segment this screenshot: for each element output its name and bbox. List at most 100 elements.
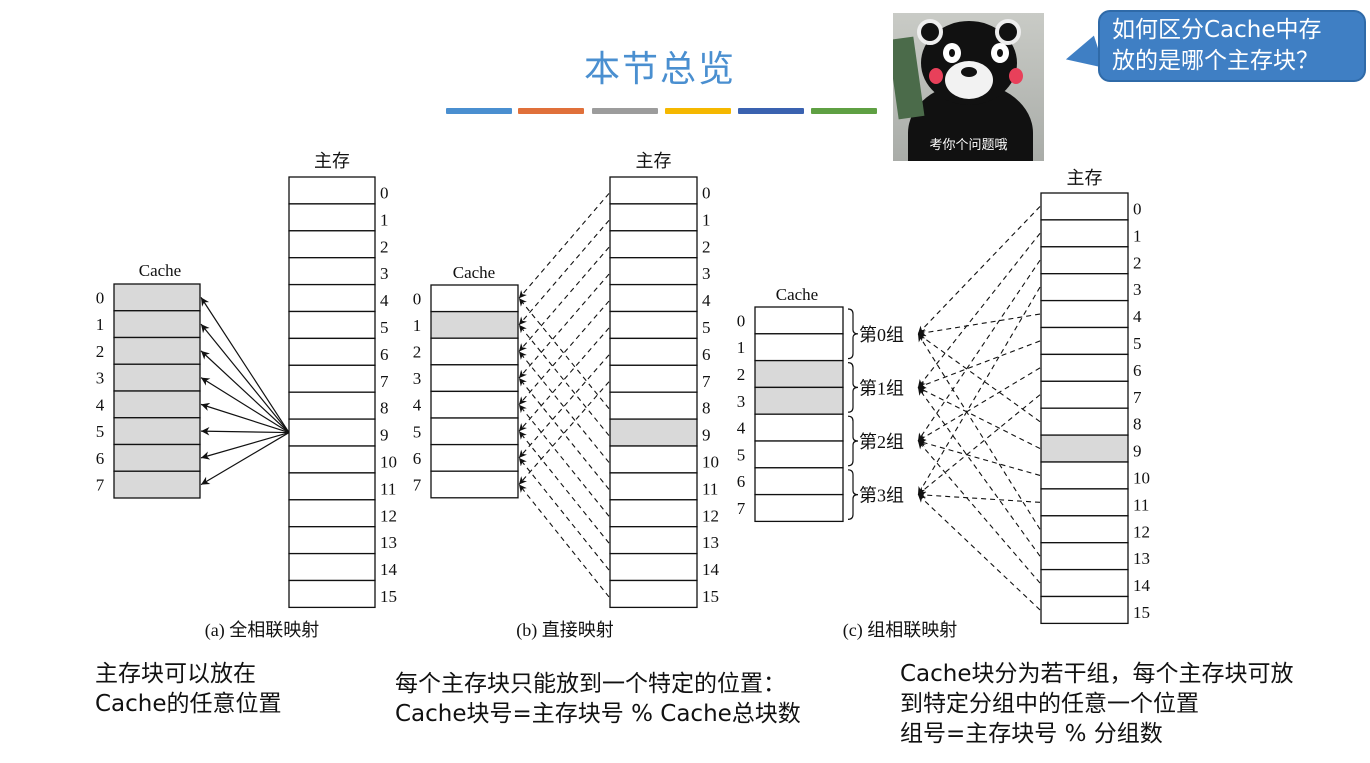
bear-nose (961, 67, 977, 77)
memory-block (288, 472, 376, 501)
cache-block-number: 1 (737, 338, 746, 357)
memory-block-number: 6 (1133, 361, 1142, 380)
memory-block-number: 10 (380, 452, 397, 471)
mapping-arrow (917, 386, 1041, 450)
memory-block (288, 364, 376, 393)
mapping-arrow (917, 233, 1041, 388)
memory-block-number: 2 (702, 237, 711, 256)
cache-block-number: 7 (737, 499, 746, 518)
memory-block (288, 391, 376, 420)
slide-title: 本节总览 (583, 49, 736, 90)
diagram-caption: (c) 组相联映射 (843, 620, 957, 641)
mapping-arrow (917, 367, 1041, 442)
cache-block (430, 417, 519, 446)
memory-block-number: 5 (1133, 334, 1142, 353)
memory-block-number: 4 (702, 291, 711, 310)
memory-block-number: 5 (702, 318, 711, 337)
memory-block-number: 11 (702, 479, 718, 498)
memory-block (609, 579, 698, 609)
memory-block-number: 2 (380, 237, 389, 256)
cache-block-number: 2 (96, 342, 105, 361)
memory-block-number: 10 (1133, 468, 1150, 487)
group-brace (847, 415, 859, 467)
note-set-associative: Cache块分为若干组，每个主存块可放 到特定分组中的任意一个位置 组号=主存块… (900, 661, 1294, 747)
mapping-arrow (917, 387, 1041, 557)
bear-eye (943, 43, 961, 63)
mapping-arrow (518, 324, 610, 436)
mapping-arrow (200, 377, 290, 434)
title-bar (665, 108, 731, 114)
photo-caption: 考你个问题哦 (929, 138, 1008, 153)
mapping-arrow (917, 333, 1041, 423)
memory-block-number: 14 (702, 560, 720, 579)
mapping-arrow (917, 333, 1041, 530)
memory-block-number: 11 (380, 479, 396, 498)
cache-block-number: 6 (413, 449, 422, 468)
bear-eye (991, 43, 1009, 63)
cache-block-number: 3 (413, 369, 422, 388)
cache-block (430, 443, 519, 472)
memory-block (1040, 515, 1129, 544)
cache-block (113, 310, 201, 339)
cache-block-number: 7 (96, 476, 105, 495)
cache-block-number: 4 (737, 419, 746, 438)
cache-block-number: 1 (96, 315, 105, 334)
memory-block (609, 552, 698, 582)
memory-block (609, 310, 698, 340)
group-label: 第1组 (859, 378, 904, 398)
note-direct: 每个主存块只能放到一个特定的位置： Cache块号=主存块号 % Cache总块… (395, 671, 801, 727)
mapping-arrow (518, 381, 610, 485)
memory-block-number: 4 (380, 291, 389, 310)
memory-block-number: 10 (702, 452, 719, 471)
memory-block-number: 3 (1133, 280, 1142, 299)
group-brace (847, 308, 859, 360)
memory-block (288, 526, 376, 555)
bear-ear (995, 19, 1021, 45)
group-brace (847, 469, 859, 520)
cache-block-number: 3 (737, 392, 746, 411)
memory-block (1040, 326, 1129, 356)
mapping-arrow (917, 286, 1041, 495)
memory-block (1040, 273, 1129, 302)
cache-block-number: 4 (413, 396, 422, 415)
cache-block (430, 390, 519, 419)
memory-block (288, 257, 376, 286)
mapping-arrow (518, 327, 610, 432)
memory-block (609, 499, 698, 528)
mapping-arrow (200, 323, 290, 433)
mapping-arrow (518, 404, 610, 517)
bubble-line: 如何区分Cache中存 (1112, 17, 1322, 43)
group-label: 第0组 (859, 325, 904, 345)
mapping-arrow (518, 354, 610, 459)
cache-block-number: 6 (96, 449, 105, 468)
cache-block-number: 0 (413, 289, 422, 308)
cache-block (113, 417, 201, 446)
cache-block (113, 336, 201, 365)
mapping-arrow (518, 457, 610, 571)
mapping-arrow (518, 273, 610, 379)
title-bar (518, 108, 584, 114)
cache-block (430, 470, 519, 499)
memory-block (609, 257, 698, 286)
memory-block-number: 1 (1133, 226, 1142, 245)
memory-block-number: 14 (1133, 576, 1151, 595)
mapping-arrow (518, 430, 610, 544)
memory-block-number: 13 (702, 533, 719, 552)
mapping-arrow (518, 297, 610, 409)
cache-block (430, 364, 519, 393)
memory-block (1040, 299, 1129, 329)
cache-block (754, 493, 844, 523)
cache-block-number: 2 (413, 343, 422, 362)
memory-block-number: 8 (702, 399, 711, 418)
mapping-arrow (200, 297, 290, 433)
bear-ear (917, 19, 943, 45)
memory-label: 主存 (636, 151, 672, 171)
cache-block-number: 1 (413, 316, 422, 335)
cache-block-number: 0 (737, 311, 746, 330)
memory-block-number: 15 (702, 587, 719, 606)
memory-label: 主存 (1067, 168, 1103, 188)
cache-block (113, 390, 201, 419)
memory-block (1040, 219, 1129, 248)
memory-block-number: 12 (1133, 522, 1150, 541)
memory-block (1040, 407, 1129, 436)
